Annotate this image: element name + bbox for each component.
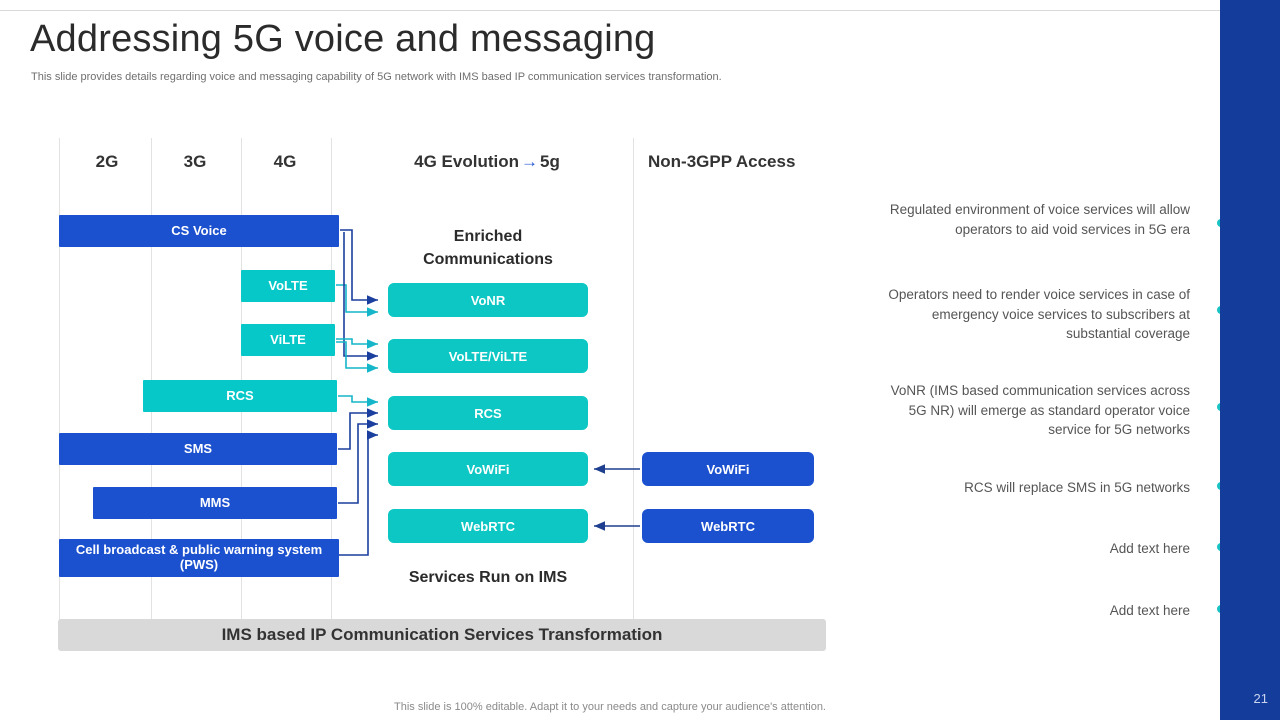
footer-note: This slide is 100% editable. Adapt it to… <box>394 701 826 713</box>
page-subtitle: This slide provides details regarding vo… <box>31 71 722 83</box>
column-header-4g: 4G <box>273 152 297 171</box>
column-header-4g-evolution-label: 4G Evolution <box>414 152 519 171</box>
note-item: VoNR (IMS based communication services a… <box>890 383 1190 438</box>
pill-volte-vilte[interactable]: VoLTE/ViLTE <box>388 339 588 373</box>
gridline <box>241 138 242 621</box>
note-item: Operators need to render voice services … <box>888 287 1190 342</box>
column-header-3g: 3G <box>183 152 207 171</box>
note-item: Regulated environment of voice services … <box>889 202 1190 237</box>
column-header-non-3gpp: Non-3GPP Access <box>648 152 796 171</box>
pill-non3gpp-vowifi[interactable]: VoWiFi <box>642 452 814 486</box>
bar-cs-voice[interactable]: CS Voice <box>59 215 339 247</box>
pill-vonr[interactable]: VoNR <box>388 283 588 317</box>
pill-rcs[interactable]: RCS <box>388 396 588 430</box>
bar-sms[interactable]: SMS <box>59 433 337 465</box>
gridline <box>633 138 634 621</box>
note-item: Add text here <box>1109 541 1190 556</box>
gridline <box>151 138 152 621</box>
bar-rcs[interactable]: RCS <box>143 380 337 412</box>
transformation-banner: IMS based IP Communication Services Tran… <box>58 619 826 651</box>
bar-mms[interactable]: MMS <box>93 487 337 519</box>
column-header-5g-label: 5g <box>540 152 560 171</box>
header-divider <box>0 10 1220 11</box>
services-run-on-ims-label: Services Run on IMS <box>408 569 568 586</box>
page-title: Addressing 5G voice and messaging <box>30 18 656 60</box>
enriched-communications-label: Enriched Communications <box>423 228 553 269</box>
gridline <box>331 138 332 621</box>
page-number: 21 <box>1253 691 1268 706</box>
pill-vowifi[interactable]: VoWiFi <box>388 452 588 486</box>
pill-webrtc[interactable]: WebRTC <box>388 509 588 543</box>
column-header-2g: 2G <box>95 152 119 171</box>
note-item: RCS will replace SMS in 5G networks <box>964 480 1190 495</box>
bar-cell-broadcast-pws[interactable]: Cell broadcast & public warning system (… <box>59 539 339 577</box>
bar-volte[interactable]: VoLTE <box>241 270 335 302</box>
evolution-diagram: 2G 3G 4G 4G Evolution→5g Non-3GPP Access… <box>0 130 900 621</box>
right-arrow-icon: → <box>521 152 538 171</box>
right-accent-panel <box>1220 0 1280 720</box>
pill-non3gpp-webrtc[interactable]: WebRTC <box>642 509 814 543</box>
gridline <box>59 138 60 621</box>
bar-vilte[interactable]: ViLTE <box>241 324 335 356</box>
note-item: Add text here <box>1109 603 1190 618</box>
column-header-4g-evolution: 4G Evolution→5g <box>367 152 607 172</box>
